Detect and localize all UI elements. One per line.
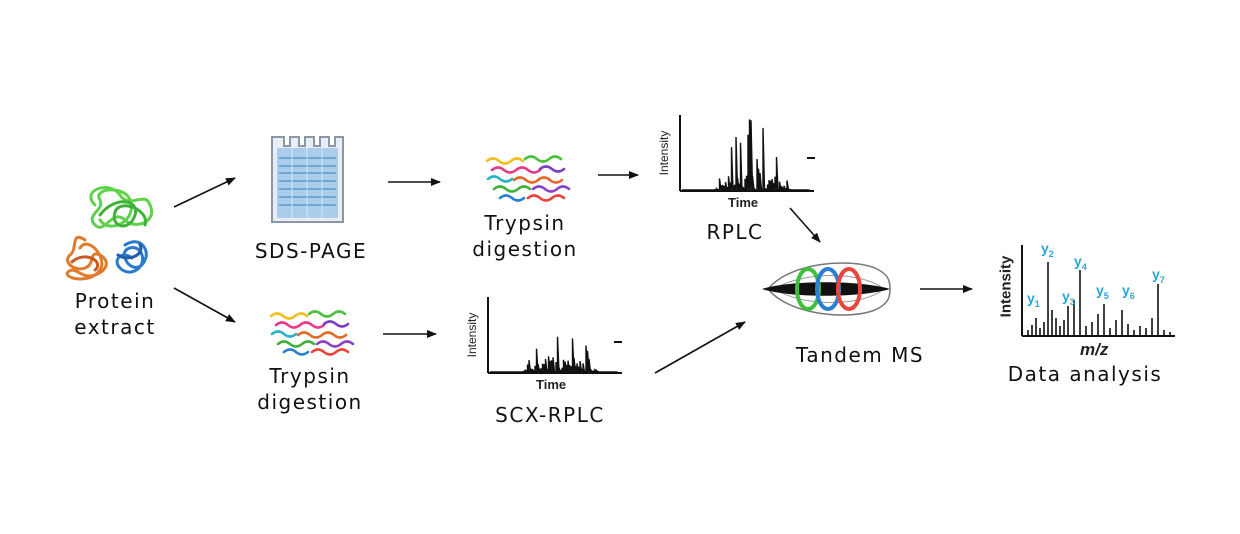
ion-label-y2: y2 — [1041, 240, 1054, 259]
ion-label-y5: y5 — [1096, 282, 1109, 301]
rplc-x-axis-label: Time — [728, 195, 759, 210]
label-protein-extract: Protein extract — [60, 288, 170, 340]
arrow-rplc-to-ms — [789, 207, 821, 243]
protein-extract-icon — [65, 186, 154, 281]
label-trypsin-bottom: Trypsin digestion — [245, 363, 375, 415]
label-scx-rplc: SCX-RPLC — [495, 403, 605, 427]
arrow-scx-to-ms — [654, 321, 746, 374]
ion-label-y7: y7 — [1152, 266, 1165, 285]
label-trypsin-top-line2: digestion — [472, 237, 578, 261]
label-tandem-ms: Tandem MS — [795, 343, 925, 367]
label-rplc: RPLC — [706, 220, 764, 244]
rplc-chromatogram — [679, 115, 815, 193]
gel-icon — [271, 136, 344, 223]
label-protein-line1: Protein — [74, 289, 156, 313]
label-protein-line2: extract — [74, 315, 156, 339]
peptides-icon-bottom — [269, 310, 355, 356]
label-trypsin-bottom-line2: digestion — [257, 390, 363, 414]
spectrum-x-axis-label: m/z — [1080, 340, 1109, 359]
label-trypsin-top: Trypsin digestion — [460, 210, 590, 262]
scx-rplc-chromatogram — [487, 297, 622, 375]
ion-label-y4: y4 — [1074, 253, 1087, 272]
spectrum-y-axis-label: Intensity — [997, 255, 1015, 318]
rplc-y-axis-label: Intensity — [657, 130, 671, 176]
peptides-icon-top — [485, 155, 571, 202]
label-sds-page: SDS-PAGE — [254, 239, 368, 263]
tandem-ms-icon — [762, 262, 891, 316]
arrow-protein-to-sds — [173, 177, 236, 208]
ion-label-y3: y3 — [1062, 288, 1075, 307]
ms-spectrum — [1021, 245, 1175, 337]
label-data-analysis: Data analysis — [1007, 362, 1163, 386]
label-trypsin-bottom-line1: Trypsin — [269, 364, 351, 388]
label-trypsin-top-line1: Trypsin — [484, 211, 566, 235]
ion-label-y6: y6 — [1122, 282, 1135, 301]
scx-x-axis-label: Time — [536, 377, 567, 392]
ion-label-y1: y1 — [1027, 290, 1040, 309]
flow-arrows — [173, 171, 973, 374]
arrow-protein-to-trypsin — [173, 287, 236, 323]
scx-y-axis-label: Intensity — [465, 312, 479, 358]
